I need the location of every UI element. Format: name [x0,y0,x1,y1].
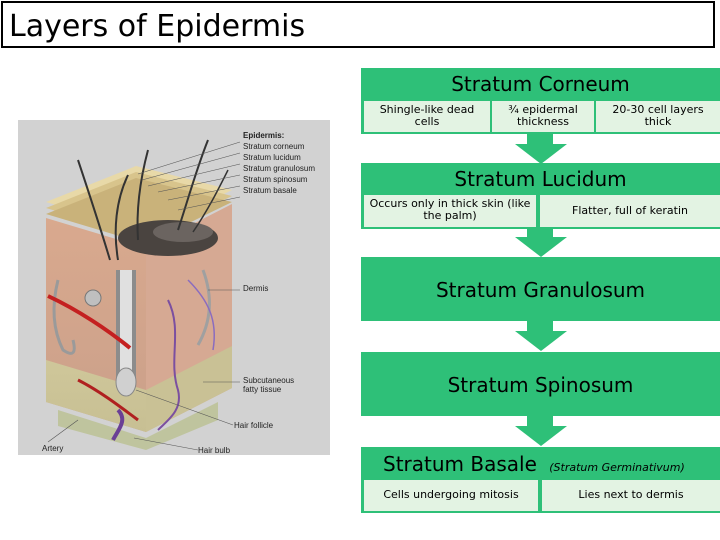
layer-name-basale: Stratum Basale [383,452,537,476]
label-subcutaneous: Subcutaneous [243,376,295,385]
fact-text: Occurs only in thick skin (like the palm… [369,197,531,222]
label-fatty-tissue: fatty tissue [243,385,282,394]
label-artery: Artery [42,444,64,453]
label-hair-follicle: Hair follicle [234,421,274,430]
layer-name-corneum: Stratum Corneum [451,72,630,96]
fact-box: Cells undergoing mitosis [364,480,538,511]
title-box: Layers of Epidermis [1,1,715,48]
layer-name-spinosum: Stratum Spinosum [447,373,634,397]
skin-illustration: Epidermis: Stratum corneum Stratum lucid… [18,120,330,455]
epidermis-heading: Epidermis: [243,131,285,140]
fact-box: ¾ epidermal thickness [492,101,594,132]
label-stratum-lucidum: Stratum lucidum [243,153,301,162]
label-stratum-granulosum: Stratum granulosum [243,164,316,173]
arrow-stem [527,416,553,426]
band-stratum-granulosum: Stratum Granulosum [361,257,720,321]
layer-name-lucidum: Stratum Lucidum [454,167,627,191]
arrow-stem [527,229,553,237]
label-stratum-basale: Stratum basale [243,186,297,195]
arrow-stem [527,321,553,331]
fact-box: Shingle-like dead cells [364,101,490,132]
fact-text: ¾ epidermal thickness [508,103,578,128]
fact-box: Occurs only in thick skin (like the palm… [364,195,536,227]
label-dermis: Dermis [243,284,269,293]
layer-name-granulosum: Stratum Granulosum [435,278,646,302]
fact-box: Lies next to dermis [542,480,720,511]
fact-box: 20-30 cell layers thick [596,101,720,132]
fact-text: Lies next to dermis [578,488,684,501]
fact-text: 20-30 cell layers thick [612,103,704,128]
slide-title: Layers of Epidermis [9,9,306,44]
layer-alt-name-basale: (Stratum Germinativum) [549,461,685,474]
down-arrow-icon [515,426,567,446]
down-arrow-icon [515,331,567,351]
fact-text: Cells undergoing mitosis [383,488,519,501]
skin-cross-section-drawing [46,139,241,451]
label-stratum-corneum: Stratum corneum [243,142,305,151]
down-arrow-icon [515,237,567,257]
fact-text: Shingle-like dead cells [379,103,475,128]
fact-box: Flatter, full of keratin [540,195,720,227]
basale-heading: Stratum Basale (Stratum Germinativum) [383,452,720,476]
band-stratum-spinosum: Stratum Spinosum [361,352,720,416]
fact-text: Flatter, full of keratin [572,204,688,217]
down-arrow-icon [515,144,567,164]
label-hair-bulb: Hair bulb [198,446,231,455]
arrow-stem [527,134,553,144]
label-stratum-spinosum: Stratum spinosum [243,175,308,184]
